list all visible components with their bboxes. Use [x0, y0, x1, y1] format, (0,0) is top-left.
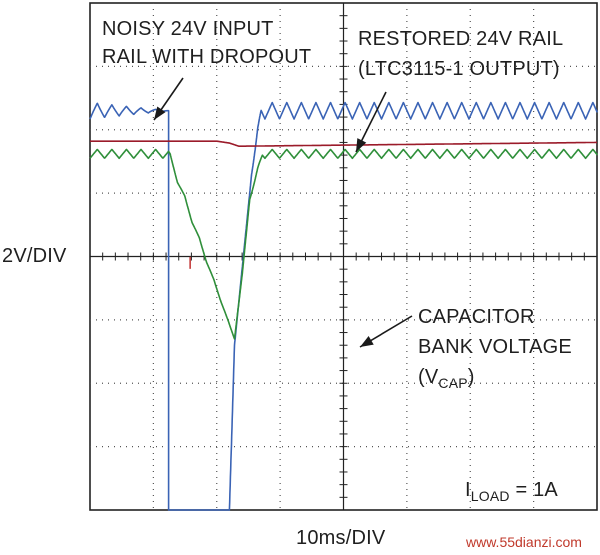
trace-layer [89, 101, 598, 511]
load-current-sub: LOAD [470, 488, 510, 504]
output-rail-arrow-head [356, 138, 367, 152]
vcap-label-line2: BANK VOLTAGE [418, 336, 572, 358]
graticule [89, 2, 598, 511]
load-current-value: = 1A [509, 479, 558, 501]
trace-input-rail [89, 101, 598, 511]
input-rail-label-line2: RAIL WITH DROPOUT [102, 46, 312, 68]
vcap-symbol-sub: CAP [438, 375, 468, 391]
x-scale-label: 10ms/DIV [296, 527, 386, 549]
trace-restored-output [89, 140, 598, 147]
vcap-symbol-close: ) [467, 366, 475, 388]
annotation-arrows [153, 77, 413, 348]
vcap-arrow-head [360, 336, 374, 347]
vcap-symbol-open: (V [418, 366, 439, 388]
input-rail-label-line1: NOISY 24V INPUT [102, 18, 274, 40]
watermark: www.55dianzi.com [466, 534, 582, 550]
y-scale-label: 2V/DIV [2, 245, 67, 267]
output-rail-label-line1: RESTORED 24V RAIL [358, 28, 564, 50]
output-rail-label-line2: (LTC3115-1 OUTPUT) [358, 58, 560, 80]
trace-capacitor-voltage [89, 148, 598, 340]
vcap-symbol: (VCAP) [418, 365, 475, 391]
load-current-label: ILOAD = 1A [465, 478, 558, 504]
input-rail-arrow-head [154, 106, 166, 120]
load-current-prefix: I [465, 479, 471, 501]
vcap-label-line1: CAPACITOR [418, 306, 535, 328]
